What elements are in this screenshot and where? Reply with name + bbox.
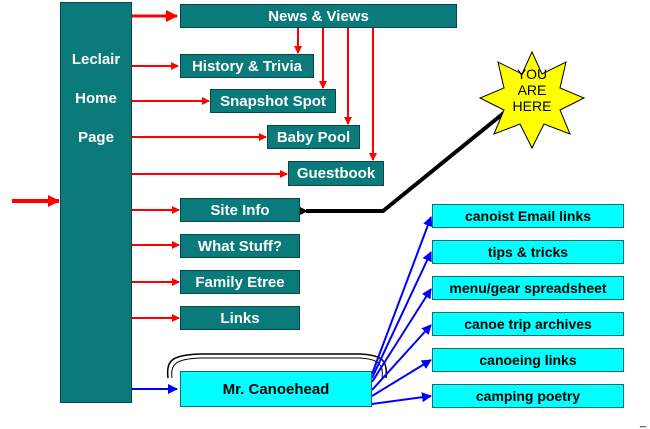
arrow-to-poetry xyxy=(371,392,432,405)
home-label-line2: Home xyxy=(75,90,117,107)
star-line2: ARE xyxy=(517,82,547,98)
camping-poetry-link[interactable]: camping poetry xyxy=(432,384,624,408)
site-info-link[interactable]: Site Info xyxy=(180,198,300,222)
what-stuff-link[interactable]: What Stuff? xyxy=(180,234,300,258)
mr-canoehead-link[interactable]: Mr. Canoehead xyxy=(180,371,372,407)
baby-pool-link[interactable]: Baby Pool xyxy=(267,125,360,149)
home-label-line1: Leclair xyxy=(71,51,121,68)
arrow-to-email xyxy=(371,216,433,375)
family-etree-link[interactable]: Family Etree xyxy=(180,270,300,294)
home-label-line3: Page xyxy=(78,129,114,146)
canoe-trip-archives-link[interactable]: canoe trip archives xyxy=(432,312,624,336)
corner-mark: _ xyxy=(640,416,647,428)
home-page-box[interactable]: Leclair Home Page xyxy=(60,2,132,403)
news-views-link[interactable]: News & Views xyxy=(180,4,457,28)
star-line1: YOU xyxy=(516,66,548,82)
canoehead-bracket xyxy=(166,353,388,379)
canoist-email-links[interactable]: canoist Email links xyxy=(432,204,624,228)
arrow-to-archives xyxy=(371,324,432,391)
you-are-here-label: YOU ARE HERE xyxy=(482,66,582,114)
star-line3: HERE xyxy=(512,98,552,114)
you-are-here-star xyxy=(478,50,586,150)
arrow-to-canoe-links xyxy=(371,359,432,397)
tips-tricks-link[interactable]: tips & tricks xyxy=(432,240,624,264)
canoeing-links-link[interactable]: canoeing links xyxy=(432,348,624,372)
menu-gear-spreadsheet-link[interactable]: menu/gear spreadsheet xyxy=(432,276,624,300)
history-trivia-link[interactable]: History & Trivia xyxy=(180,54,314,78)
guestbook-link[interactable]: Guestbook xyxy=(288,161,384,186)
arrow-to-tips xyxy=(371,251,432,379)
snapshot-spot-link[interactable]: Snapshot Spot xyxy=(210,89,336,113)
arrow-to-menu xyxy=(371,288,432,383)
you-are-here-pointer xyxy=(294,110,507,218)
links-link[interactable]: Links xyxy=(180,306,300,330)
